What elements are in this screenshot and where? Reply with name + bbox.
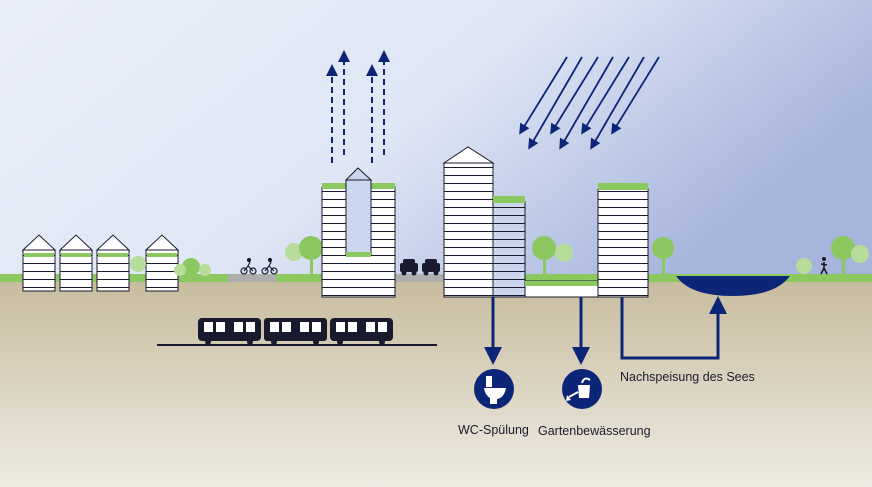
building-atrium bbox=[321, 167, 396, 298]
street-bike bbox=[228, 274, 276, 282]
atrium-glass bbox=[345, 179, 372, 256]
lake bbox=[676, 276, 790, 296]
water-pipes bbox=[484, 296, 727, 365]
tree-4 bbox=[532, 236, 573, 276]
tree-5 bbox=[652, 237, 674, 276]
sky bbox=[0, 0, 872, 285]
label-garden: Gartenbewässerung bbox=[538, 424, 651, 438]
label-lake: Nachspeisung des Sees bbox=[620, 370, 755, 384]
rain-arrow-5 bbox=[581, 56, 630, 135]
cyclist-icon bbox=[240, 257, 278, 275]
rain-arrow-3 bbox=[550, 56, 599, 135]
train-icon bbox=[157, 318, 437, 346]
glass-annex bbox=[492, 201, 526, 298]
rain-arrow-4 bbox=[559, 56, 614, 150]
house-2 bbox=[58, 234, 94, 292]
house-1 bbox=[21, 234, 57, 292]
building-right bbox=[597, 183, 649, 298]
house-4 bbox=[144, 234, 180, 292]
toilet-icon bbox=[474, 369, 514, 409]
pedestrian-icon bbox=[820, 257, 828, 275]
pipe-lake bbox=[620, 296, 727, 360]
rain-arrow-6 bbox=[590, 56, 645, 150]
house-3 bbox=[95, 234, 131, 292]
small-houses bbox=[21, 234, 180, 292]
ground bbox=[0, 280, 872, 487]
rain-arrow-2 bbox=[528, 56, 583, 150]
rain-arrow-7 bbox=[611, 56, 660, 135]
street-car bbox=[396, 274, 444, 282]
rain-arrows bbox=[519, 56, 660, 150]
watering-can-icon bbox=[562, 369, 602, 409]
tree-3 bbox=[285, 236, 323, 276]
tree-6 bbox=[796, 236, 869, 276]
label-wc: WC-Spülung bbox=[458, 423, 529, 437]
rain-arrow-1 bbox=[519, 56, 568, 135]
tree-1 bbox=[130, 256, 146, 272]
tree-2 bbox=[174, 258, 211, 276]
building-tower bbox=[442, 146, 599, 298]
evaporation-arrows bbox=[326, 50, 390, 163]
trees bbox=[130, 236, 869, 276]
car-icon bbox=[400, 259, 440, 276]
